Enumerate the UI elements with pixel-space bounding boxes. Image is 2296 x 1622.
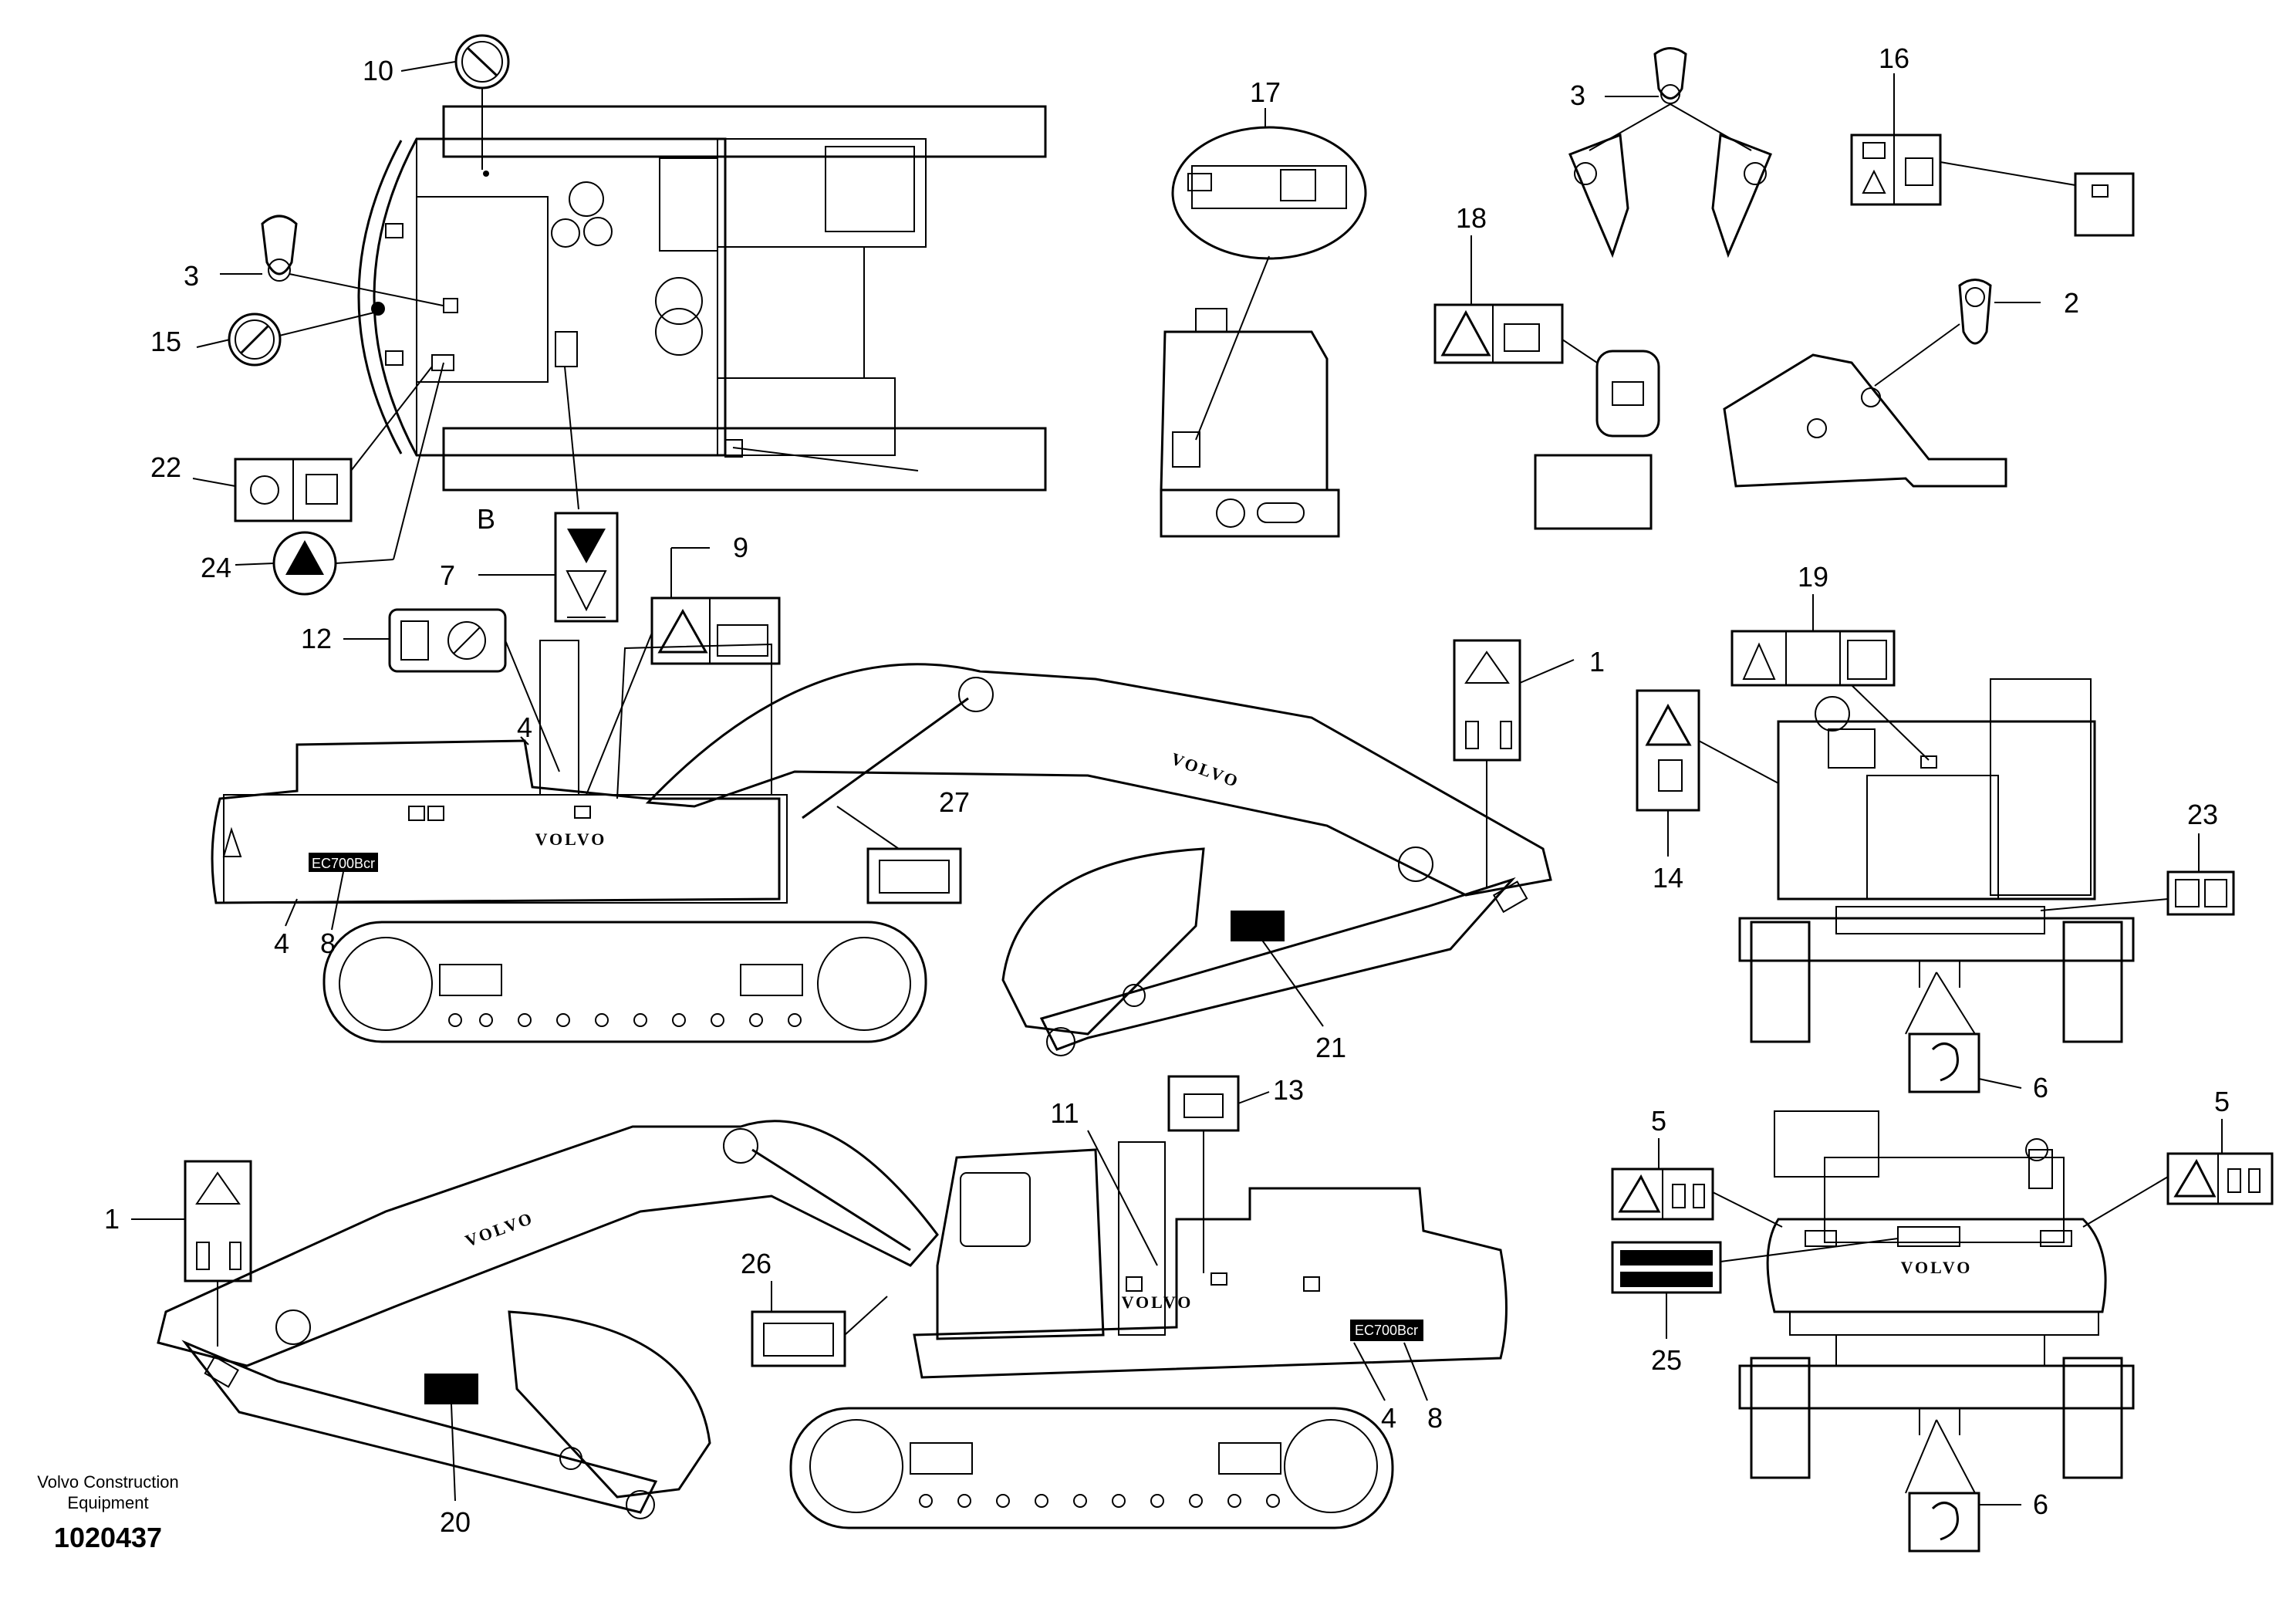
callout-6-lower: 6 xyxy=(1908,1489,2048,1553)
callout-12: 12 xyxy=(301,608,560,772)
top-view: B xyxy=(357,105,1047,535)
company-line-1: Volvo Construction xyxy=(37,1472,178,1492)
excavator-rear-view: VOLVO xyxy=(1738,1110,2135,1494)
callout-num-4c: 4 xyxy=(1381,1402,1396,1434)
drawing-number: 1020437 xyxy=(54,1522,162,1553)
callout-20: 20 xyxy=(440,1404,471,1538)
callout-num-8b: 8 xyxy=(1427,1402,1443,1434)
brand-text-side-2: VOLVO xyxy=(1122,1293,1194,1312)
callout-num-23: 23 xyxy=(2187,799,2218,830)
callout-num-13: 13 xyxy=(1273,1074,1304,1106)
callout-num-3: 3 xyxy=(184,260,199,292)
callout-num-26: 26 xyxy=(741,1248,772,1279)
callout-num-19: 19 xyxy=(1798,561,1828,593)
model-text-side-2: EC700Bcr xyxy=(1355,1323,1418,1338)
callout-num-4a: 4 xyxy=(517,711,532,743)
callout-num-15: 15 xyxy=(150,326,181,357)
callout-num-9: 9 xyxy=(733,532,748,563)
company-line-2: Equipment xyxy=(67,1493,148,1512)
callout-2: 2 xyxy=(1723,279,2079,488)
excavator-side-left: VOLVO EC700Bcr VOLVO xyxy=(157,1120,1508,1529)
callout-14: 14 xyxy=(1636,689,1779,894)
callout-6-upper: 6 xyxy=(1908,1032,2048,1103)
callout-4-8-bottom: 4 8 xyxy=(1353,1342,1443,1434)
callout-num-4b: 4 xyxy=(274,928,289,959)
callout-num-1a: 1 xyxy=(1589,646,1605,678)
callout-num-27: 27 xyxy=(939,786,970,818)
callout-num-22: 22 xyxy=(150,451,181,483)
callout-num-5b: 5 xyxy=(2214,1086,2230,1117)
callout-num-5a: 5 xyxy=(1651,1105,1666,1137)
track-rollers xyxy=(448,1013,802,1027)
callout-5-left: 5 xyxy=(1611,1105,1783,1228)
callout-21: 21 xyxy=(1257,933,1346,1063)
excavator-side-right: VOLVO EC700Bcr VOLVO xyxy=(211,640,1552,1056)
callout-22: 22 xyxy=(150,366,433,522)
callout-num-18: 18 xyxy=(1456,202,1487,234)
callout-num-6b: 6 xyxy=(2033,1489,2048,1520)
callout-3-top: 3 xyxy=(184,215,444,306)
callout-num-8a: 8 xyxy=(320,928,336,959)
model-text-side-1: EC700Bcr xyxy=(312,856,375,871)
callout-num-3b: 3 xyxy=(1570,79,1585,111)
excavator-front-view xyxy=(1738,678,2135,1043)
callout-24: 24 xyxy=(201,362,444,596)
callout-7: 7 xyxy=(440,366,619,623)
callout-num-14: 14 xyxy=(1653,862,1683,894)
callout-num-25: 25 xyxy=(1651,1344,1682,1376)
callout-num-21: 21 xyxy=(1315,1032,1346,1063)
callout-num-24: 24 xyxy=(201,552,231,583)
brand-text-rear: VOLVO xyxy=(1901,1258,1973,1277)
callout-17: 17 xyxy=(1160,76,1367,538)
callout-num-10: 10 xyxy=(363,55,393,86)
callout-26: 26 xyxy=(741,1248,888,1367)
callout-19: 19 xyxy=(1730,561,1937,769)
callout-25: 25 xyxy=(1611,1238,1899,1376)
callout-1-lower: 1 xyxy=(104,1160,252,1347)
footer-block: Volvo Construction Equipment 1020437 xyxy=(37,1472,178,1553)
brand-text-side-1: VOLVO xyxy=(535,830,607,849)
callout-5-right: 5 xyxy=(2082,1086,2274,1228)
callout-num-12: 12 xyxy=(301,623,332,654)
callout-9: 9 xyxy=(586,532,781,796)
callout-16: 16 xyxy=(1850,42,2135,237)
callout-4-mid: 4 xyxy=(517,711,532,745)
brand-text-boom-2: VOLVO xyxy=(463,1208,537,1250)
callout-18: 18 xyxy=(1433,202,1660,530)
callout-num-7: 7 xyxy=(440,559,455,591)
callout-num-1b: 1 xyxy=(104,1203,120,1235)
callout-num-17: 17 xyxy=(1250,76,1281,108)
callout-23: 23 xyxy=(2040,799,2235,916)
callout-num-16: 16 xyxy=(1879,42,1909,74)
view-label: B xyxy=(477,503,495,535)
track-rollers-lower xyxy=(919,1494,1280,1508)
callout-10: 10 xyxy=(363,34,510,170)
callout-3-right: 3 xyxy=(1568,47,1772,259)
callout-num-2: 2 xyxy=(2064,287,2079,319)
callout-4-8-lower: 4 8 xyxy=(274,871,344,959)
callout-11: 11 xyxy=(1050,1097,1158,1266)
callout-num-11: 11 xyxy=(1050,1097,1079,1129)
callout-num-20: 20 xyxy=(440,1506,471,1538)
callout-1-upper: 1 xyxy=(1453,639,1605,887)
callout-15: 15 xyxy=(150,312,375,367)
callout-13: 13 xyxy=(1167,1074,1304,1273)
brand-text-boom-1: VOLVO xyxy=(1169,748,1243,791)
callout-27: 27 xyxy=(836,786,970,904)
callout-num-6a: 6 xyxy=(2033,1072,2048,1103)
